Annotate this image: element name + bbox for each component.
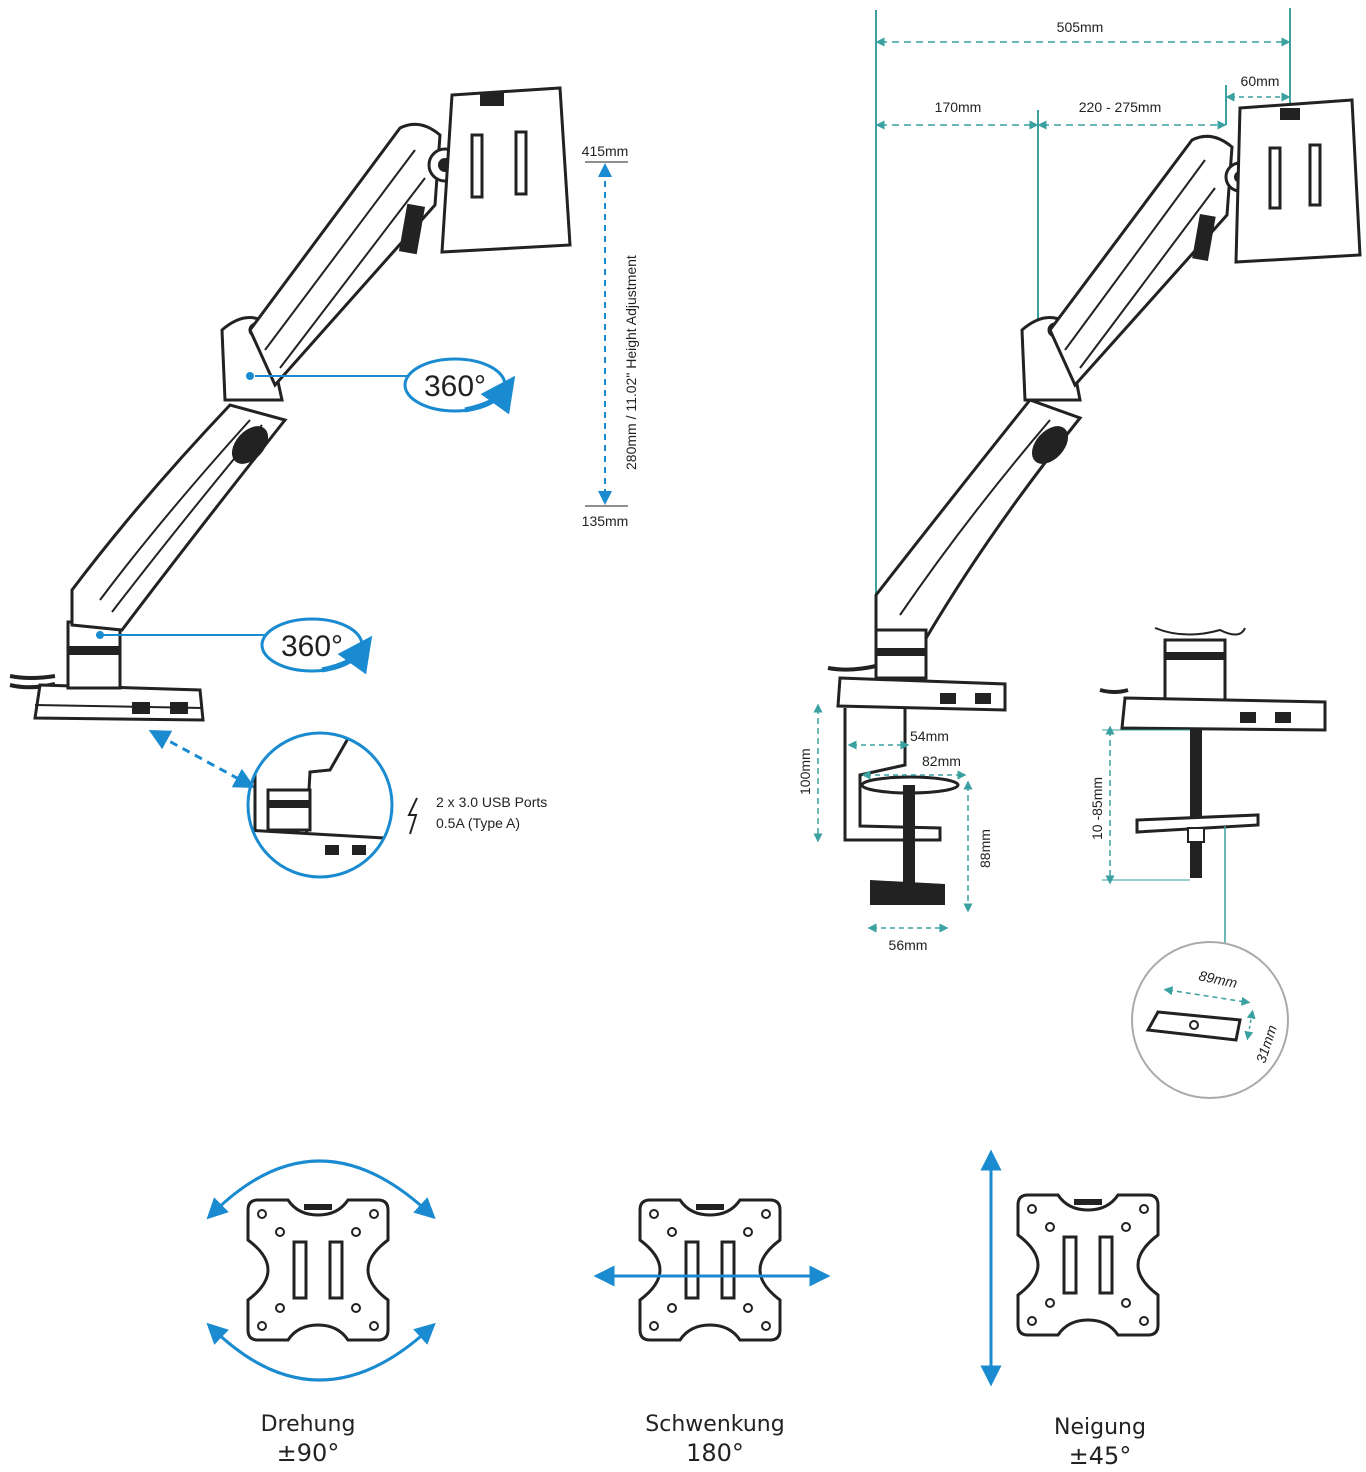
height-top-label: 415mm (582, 143, 629, 159)
motion-label-swivel: Schwenkung 180° (640, 1412, 790, 1467)
motion-name: Drehung (260, 1412, 356, 1437)
pole-offset-label: 170mm (935, 99, 982, 115)
right-desk-base (827, 628, 1007, 712)
motion-name: Neigung (1054, 1415, 1146, 1440)
right-arm-body (874, 98, 1362, 642)
motion-label-rotation: Drehung ±90° (248, 1412, 368, 1467)
left-arm-view: 360° 360° 415mm 135mm 280mm / 11.02" Hei… (9, 86, 639, 879)
monitor-head (427, 86, 572, 254)
height-bottom-label: 135mm (582, 513, 629, 529)
height-range-label: 280mm / 11.02" Height Adjustment (623, 255, 639, 470)
arm-reach-label: 220 - 275mm (1079, 99, 1161, 115)
reach-dimensions: 505mm 170mm 220 - 275mm 60mm (875, 8, 1291, 640)
motion-swivel (593, 1198, 831, 1342)
grommet-mount: 10 -85mm (1089, 627, 1327, 945)
motion-name: Schwenkung (645, 1412, 785, 1437)
usb-ports-line1: 2 x 3.0 USB Ports (436, 794, 547, 810)
rotation-lower-label: 360° (281, 630, 343, 663)
grommet-range-label: 10 -85mm (1089, 777, 1105, 840)
height-dimension: 415mm 135mm 280mm / 11.02" Height Adjust… (582, 143, 639, 529)
clamp-88-label: 88mm (977, 829, 993, 868)
lower-arm (70, 403, 288, 632)
motion-degrees: ±90° (276, 1439, 340, 1467)
total-reach-label: 505mm (1057, 19, 1104, 35)
right-arm-view: 505mm 170mm 220 - 275mm 60mm (797, 8, 1362, 1099)
arm-column (66, 620, 122, 690)
motion-degrees: 180° (686, 1439, 744, 1467)
motion-rotation (206, 1159, 436, 1382)
plate-length-label: 89mm (1197, 967, 1239, 991)
rotation-badge-upper: 360° (255, 357, 516, 415)
clamp-56-label: 56mm (889, 937, 928, 953)
plate-magnifier: 89mm 31mm (1131, 941, 1289, 1099)
power-bolt-icon (407, 797, 418, 835)
rotation-upper-label: 360° (424, 370, 486, 403)
desk-base (9, 674, 205, 722)
clamp-height-label: 100mm (797, 748, 813, 795)
usb-magnifier: 2 x 3.0 USB Ports 0.5A (Type A) (148, 729, 547, 879)
clamp-54-label: 54mm (910, 728, 949, 744)
upper-arm (248, 122, 442, 388)
usb-ports-line2: 0.5A (Type A) (436, 815, 520, 831)
c-clamp: 100mm 54mm 82mm 88mm 56mm (797, 703, 993, 953)
motion-tilt (980, 1149, 1160, 1387)
rotation-arrows-icon (206, 1159, 436, 1382)
clamp-82-label: 82mm (922, 753, 961, 769)
motion-label-tilt: Neigung ±45° (1040, 1415, 1160, 1470)
rotation-badge-lower: 360° (96, 617, 373, 675)
vesa-depth-label: 60mm (1241, 73, 1280, 89)
motion-degrees: ±45° (1068, 1442, 1132, 1470)
